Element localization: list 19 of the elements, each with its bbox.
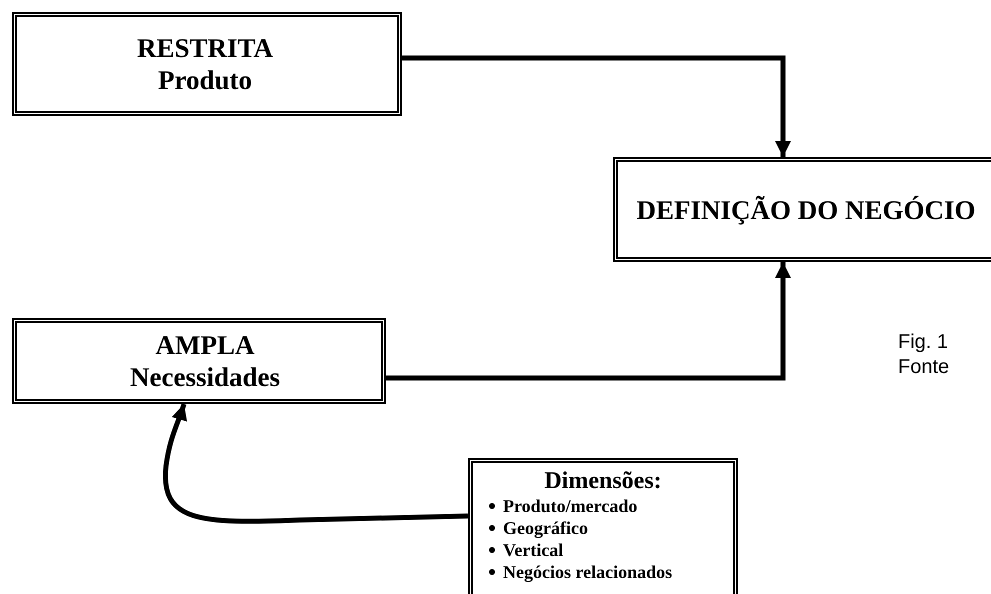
box-text: Produto [156, 64, 253, 96]
process-box [613, 157, 991, 262]
box-heading: AMPLA [154, 329, 256, 361]
process-box [468, 458, 738, 594]
list-item: Negócios relacionados [503, 561, 672, 583]
process-box [12, 318, 386, 404]
box-heading: Dimensões: [544, 467, 662, 495]
connector-arrow [386, 262, 791, 380]
box-heading: RESTRITA [136, 32, 274, 64]
connector-arrow [163, 403, 468, 524]
list-item: Produto/mercado [503, 495, 638, 517]
process-box [12, 12, 402, 116]
list-item: Geográfico [503, 517, 588, 539]
caption-text: Fig. 1 [898, 330, 950, 355]
box-text: Necessidades [129, 361, 281, 393]
list-item: Vertical [503, 539, 564, 561]
box-heading: DEFINIÇÃO DO NEGÓCIO [635, 194, 977, 226]
caption-text: Fonte [898, 355, 950, 380]
connector-arrow [402, 56, 791, 157]
